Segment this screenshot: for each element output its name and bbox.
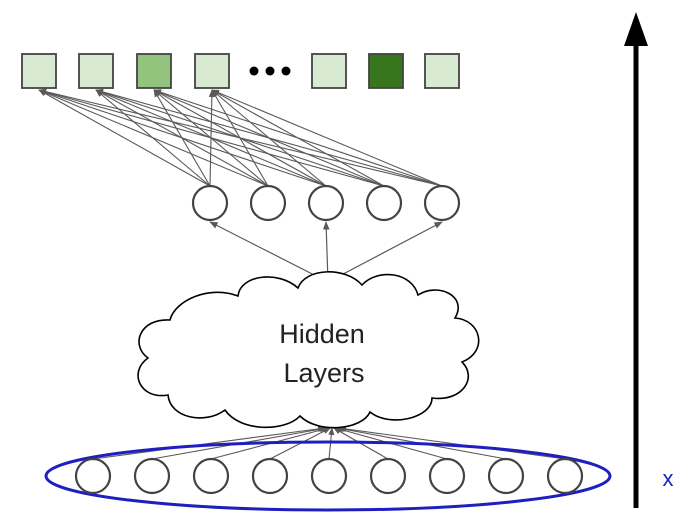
output-cell [311,53,347,89]
upward-flow-arrow-icon [624,12,648,508]
output-cell [194,53,230,89]
input-edge [338,425,566,460]
output-row [21,53,460,89]
hidden-layers-cloud: Hidden Layers [137,271,480,429]
input-node [310,457,348,495]
output-cell [368,53,404,89]
output-edge [38,88,443,187]
hidden-label-line2: Layers [283,358,364,388]
input-node [74,457,112,495]
input-node [487,457,525,495]
top-node-layer [191,184,461,222]
output-cell [78,53,114,89]
output-edge [38,89,211,187]
top-node [365,184,403,222]
output-edge [211,89,443,187]
input-node-layer [74,457,584,495]
hidden-edge [327,221,443,283]
input-node [546,457,584,495]
output-edge [95,88,443,187]
top-node [191,184,229,222]
input-edge [92,425,326,460]
top-node [307,184,345,222]
output-edge [38,89,327,187]
input-node [251,457,289,495]
hidden-label-line1: Hidden [279,319,365,349]
input-node [192,457,230,495]
output-edge [38,88,385,187]
top-node [249,184,287,222]
output-edge [153,89,443,187]
top-node [423,184,461,222]
ellipsis-dot [265,66,275,76]
input-node [133,457,171,495]
input-node [369,457,407,495]
input-label: x [663,466,674,491]
output-edge [38,89,269,187]
output-cell [424,53,460,89]
output-cell [21,53,57,89]
output-cell [136,53,172,89]
hidden-edge [209,221,329,283]
input-layer-outline [44,440,612,512]
cloud-shape [137,271,480,429]
ellipsis-dot [281,66,291,76]
output-connections [38,88,443,187]
input-node [428,457,466,495]
ellipsis-dot [249,66,259,76]
